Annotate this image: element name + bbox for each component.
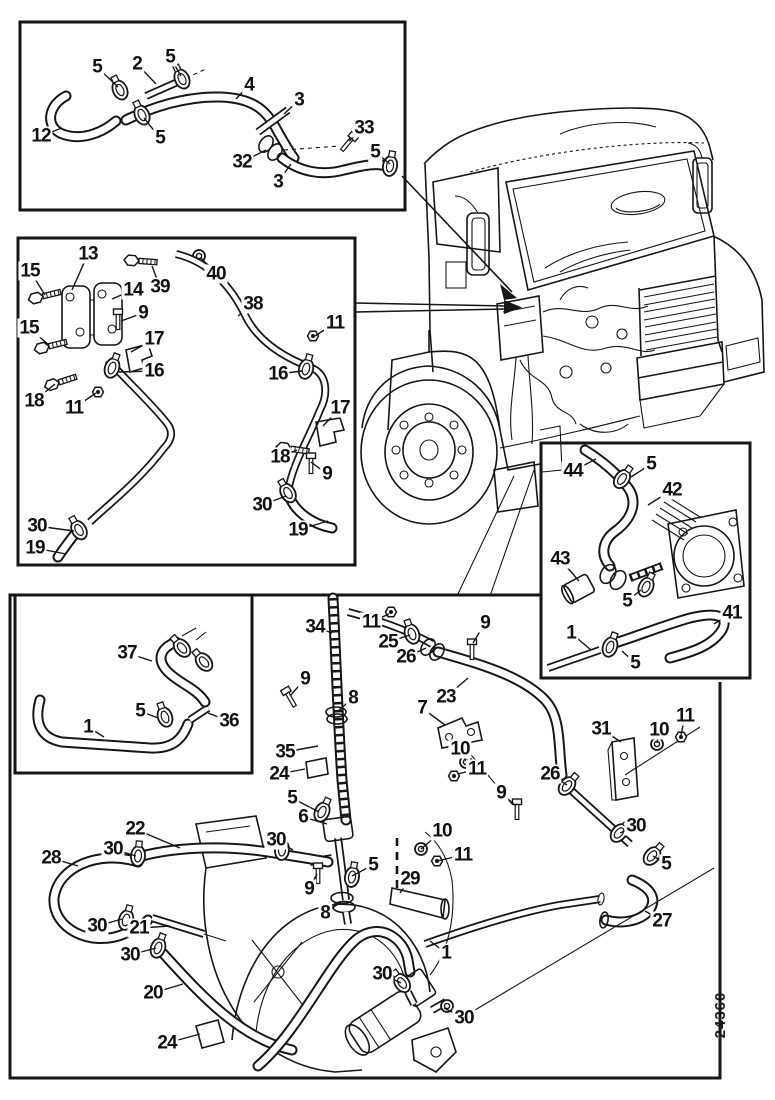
connector-lines [355, 175, 535, 597]
panel-main-drawing [48, 592, 715, 1073]
truck-illustration [360, 107, 765, 525]
inset-box-mid-left [16, 236, 357, 567]
inset-box-small-left [13, 593, 254, 775]
inset-box-top-left [18, 20, 407, 212]
panel-top-left-drawing [45, 61, 401, 179]
drawing-number: 24360 [711, 991, 729, 1039]
panel-right-drawing [546, 444, 745, 672]
panel-mid-left-drawing [26, 249, 346, 563]
panel-small-left-drawing [32, 627, 217, 754]
